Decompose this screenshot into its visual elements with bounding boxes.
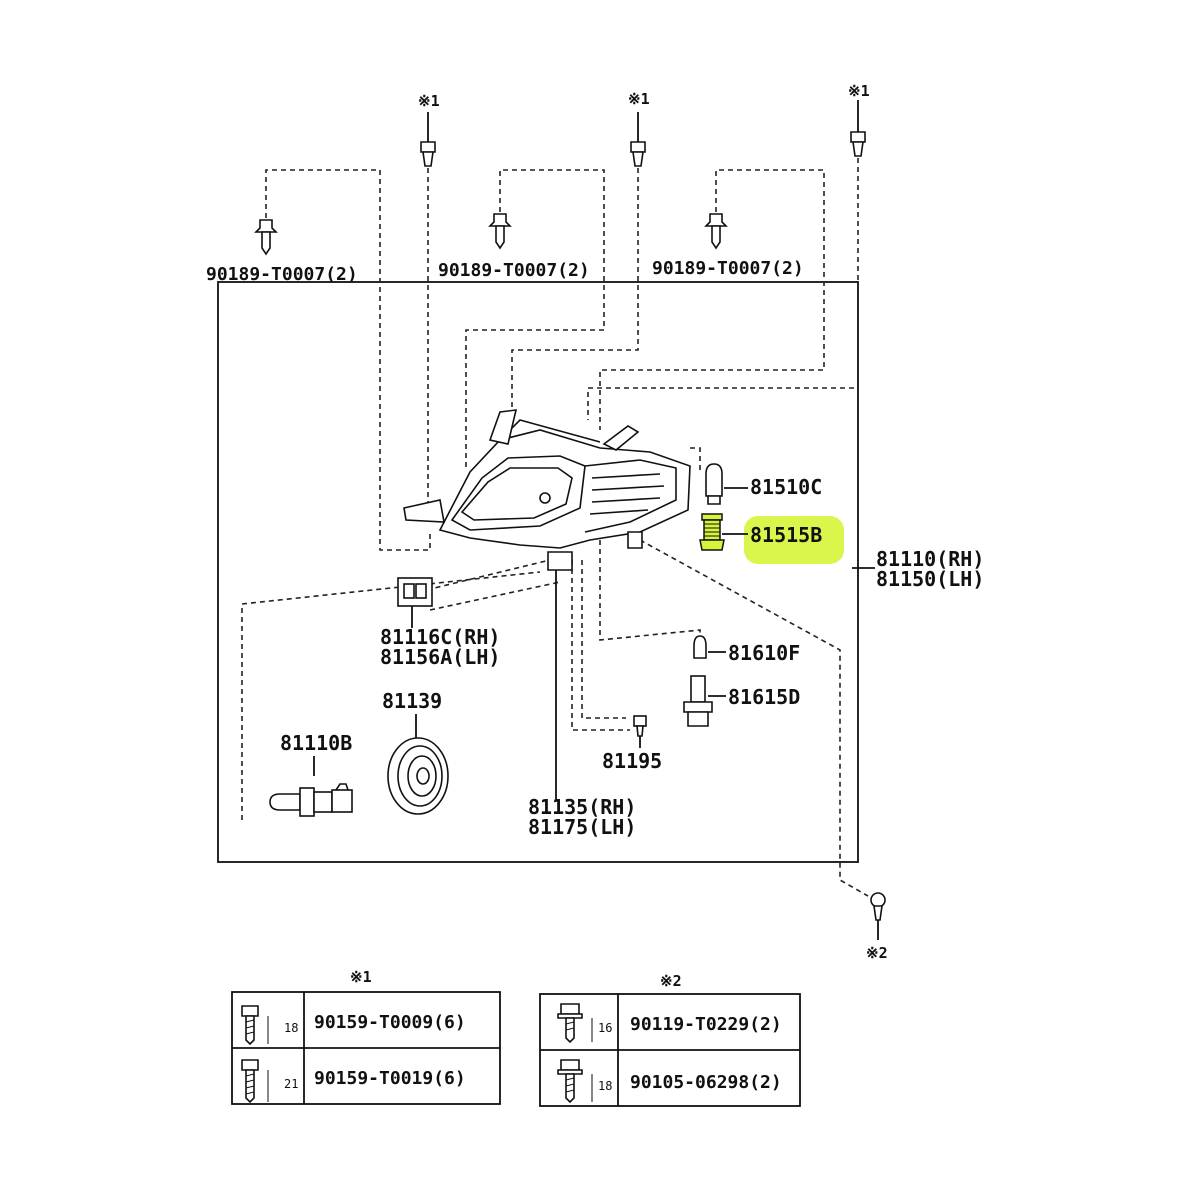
label-bracket-rh: 81116C(RH): [380, 625, 500, 649]
socket-icon-81515b: [699, 513, 725, 551]
screw-icon-81195: [633, 715, 647, 737]
bolt-icon-top-right: [850, 100, 866, 157]
bulb-icon-81110b: [269, 783, 353, 817]
table1-header: ※1: [350, 968, 372, 986]
bolt-icon-bottom: [870, 892, 886, 921]
table1-row2-part: 90159-T0019(6): [314, 1068, 466, 1089]
label-81515b: 81515B: [750, 523, 822, 547]
cover-icon-81139: [387, 737, 449, 815]
fastener-table-2: [539, 993, 801, 1107]
dash-leader-81195: [571, 560, 630, 731]
bracket-icon-81116c: [397, 577, 433, 628]
table2-header: ※2: [660, 972, 682, 990]
label-unit-rh: 81135(RH): [528, 795, 636, 819]
label-81610f: 81610F: [728, 641, 800, 665]
bolt-icon-table1-row1: [241, 1005, 269, 1046]
dash-leader-bulb-81110b: [241, 571, 541, 820]
dash-leader-center: [465, 169, 605, 470]
mark-top-center: ※1: [628, 90, 650, 108]
clip-label-center: 90189-T0007(2): [438, 260, 590, 281]
bolt-icon-top-left: [420, 112, 436, 167]
table2-row1-dim: 16: [598, 1021, 612, 1035]
label-headlamp-lh: 81150(LH): [876, 567, 984, 591]
mark-top-left: ※1: [418, 92, 440, 110]
label-bracket-lh: 81156A(LH): [380, 645, 500, 669]
label-81510c: 81510C: [750, 475, 822, 499]
dash-leader-81195b: [581, 560, 626, 719]
table1-row1-dim: 18: [284, 1021, 298, 1035]
clip-icon-center: [488, 213, 512, 250]
dash-leader-top-bolt-right: [587, 158, 859, 420]
table2-row2-part: 90105-06298(2): [630, 1072, 782, 1093]
bolt-icon-top-center: [630, 112, 646, 167]
bolt-icon-table1-row2: [241, 1059, 269, 1104]
assembly-frame: [217, 281, 859, 863]
bolt-icon-table2-row2: [557, 1059, 593, 1104]
table1-row2-dim: 21: [284, 1077, 298, 1091]
highlight-81515b: [744, 516, 844, 564]
bulb-icon-81610f: [693, 635, 707, 659]
dash-leader-top-bolt-center: [511, 168, 639, 410]
dash-leader-bottom-screw: [639, 539, 869, 897]
dash-leader-right: [599, 169, 825, 430]
dash-leader-81610f: [599, 540, 701, 644]
clip-icon-right: [704, 213, 728, 250]
mark-bottom-screw: ※2: [866, 944, 888, 962]
table2-row1-part: 90119-T0229(2): [630, 1014, 782, 1035]
label-headlamp-rh: 81110(RH): [876, 547, 984, 571]
table1-row1-part: 90159-T0009(6): [314, 1012, 466, 1033]
dash-leader-left: [265, 169, 431, 551]
bolt-icon-table2-row1: [557, 1003, 593, 1044]
dash-leader-bulb-81510c: [690, 447, 701, 470]
dash-leader-cover: [429, 581, 561, 611]
label-unit-lh: 81175(LH): [528, 815, 636, 839]
label-81195: 81195: [602, 749, 662, 773]
clip-icon-left: [254, 219, 278, 256]
bulb-icon-81510c: [705, 463, 723, 505]
clip-label-right: 90189-T0007(2): [652, 258, 804, 279]
label-81110b: 81110B: [280, 731, 352, 755]
table2-row2-dim: 18: [598, 1079, 612, 1093]
dash-leader-bracket: [417, 559, 551, 593]
label-81139: 81139: [382, 689, 442, 713]
label-81615d: 81615D: [728, 685, 800, 709]
socket-icon-81615d: [683, 675, 713, 727]
headlamp-housing: [403, 409, 691, 571]
clip-label-left: 90189-T0007(2): [206, 264, 358, 285]
mark-top-right: ※1: [848, 82, 870, 100]
fastener-table-1: [231, 991, 501, 1105]
